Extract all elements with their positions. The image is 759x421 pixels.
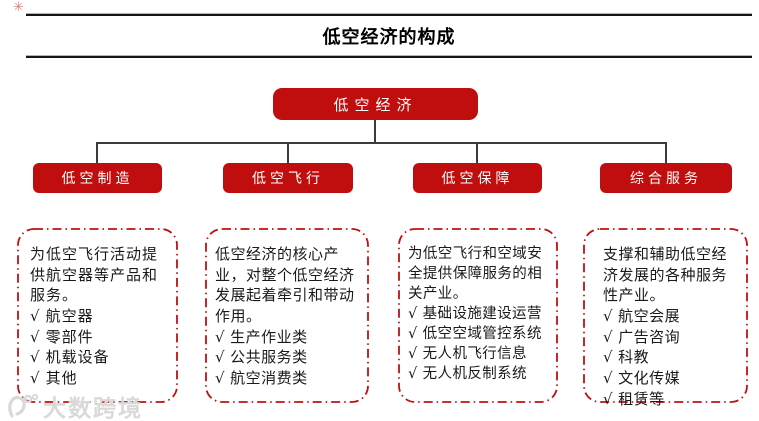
branch-node-label: 低空飞行: [252, 171, 324, 187]
check-icon: √: [30, 369, 41, 388]
list-item: √ 机载设备: [30, 347, 166, 368]
list-item-label: 公共服务类: [230, 348, 308, 367]
root-node: 低空经济: [273, 88, 478, 120]
connector-horizontal: [96, 142, 666, 144]
list-item: √ 无人机飞行信息: [408, 344, 550, 364]
list-item: √ 零部件: [30, 327, 166, 348]
list-item: √ 广告咨询: [603, 327, 734, 348]
check-icon: √: [408, 346, 418, 362]
check-icon: √: [603, 389, 614, 408]
list-item-label: 其他: [45, 369, 78, 388]
list-item: √ 航空消费类: [215, 368, 360, 389]
list-item-label: 基础设施建设运营: [422, 306, 542, 322]
check-icon: √: [408, 366, 418, 382]
list-item: √ 低空空域管控系统: [408, 324, 550, 344]
check-icon: √: [215, 348, 226, 367]
dashed-border: [205, 228, 369, 403]
branch-description: 为低空飞行活动提供航空器等产品和服务。: [30, 245, 159, 305]
list-item: √ 生产作业类: [215, 327, 360, 348]
list-item-label: 零部件: [45, 327, 94, 346]
check-icon: √: [30, 307, 41, 326]
branch-description: 为低空飞行和空域安全提供保障服务的相关产业。: [408, 246, 543, 302]
list-item-label: 租赁等: [618, 389, 665, 408]
list-item: √ 无人机反制系统: [408, 364, 550, 384]
list-item: √ 航空会展: [603, 306, 734, 327]
list-item: √ 其他: [30, 368, 166, 389]
branch-description: 支撑和辅助低空经济发展的各种服务性产业。: [603, 245, 728, 305]
branch-node-flight: 低空飞行: [223, 163, 353, 193]
branch-detail-services: 支撑和辅助低空经济发展的各种服务性产业。 √ 航空会展 √ 广告咨询 √ 科教 …: [583, 228, 748, 408]
list-item: √ 文化传媒: [603, 368, 734, 389]
list-item-label: 无人机反制系统: [422, 366, 527, 382]
list-item-label: 机载设备: [45, 348, 110, 367]
branch-detail-support: 为低空飞行和空域安全提供保障服务的相关产业。 √ 基础设施建设运营 √ 低空空域…: [398, 228, 558, 403]
check-icon: √: [408, 326, 418, 342]
list-item: √ 航空器: [30, 306, 166, 327]
branch-description: 低空经济的核心产业，对整个低空经济发展起着牵引和带动作用。: [215, 245, 355, 326]
list-item-label: 航空消费类: [230, 369, 308, 388]
list-item-label: 低空空域管控系统: [422, 326, 542, 342]
title-rule-bottom: [26, 56, 752, 58]
list-item-label: 文化传媒: [618, 369, 681, 388]
corner-asterisk-mark: ✳: [13, 0, 24, 15]
page-title: 低空经济的构成: [322, 27, 456, 48]
check-icon: √: [408, 306, 418, 322]
check-icon: √: [603, 307, 614, 326]
watermark-text: 大数跨境: [43, 396, 143, 421]
connector-root-vertical: [374, 120, 376, 143]
check-icon: √: [30, 327, 41, 346]
branch-node-label: 低空制造: [61, 171, 134, 187]
dashed-border: [17, 228, 178, 403]
check-icon: √: [215, 327, 226, 346]
check-icon: √: [603, 348, 614, 367]
dashed-border: [583, 228, 748, 403]
branch-detail-flight: 低空经济的核心产业，对整个低空经济发展起着牵引和带动作用。 √ 生产作业类 √ …: [205, 228, 369, 403]
list-item: √ 科教: [603, 347, 734, 368]
list-item-label: 无人机飞行信息: [422, 346, 527, 362]
list-item-label: 航空会展: [618, 307, 681, 326]
watermark: 大数跨境: [6, 391, 143, 421]
check-icon: √: [603, 369, 614, 388]
list-item-label: 科教: [618, 348, 650, 367]
branch-node-services: 综合服务: [600, 163, 732, 193]
list-item-label: 航空器: [45, 307, 94, 326]
list-item-label: 广告咨询: [618, 327, 681, 346]
root-node-label: 低空经济: [333, 95, 418, 114]
list-item: √ 租赁等: [603, 389, 734, 410]
connector-stub-1: [96, 142, 98, 163]
branch-detail-manufacturing: 为低空飞行活动提供航空器等产品和服务。 √ 航空器 √ 零部件 √ 机载设备 √…: [17, 228, 178, 403]
title-rule-top: [26, 14, 752, 16]
list-item: √ 公共服务类: [215, 347, 360, 368]
check-icon: √: [215, 369, 226, 388]
list-item-label: 生产作业类: [230, 327, 308, 346]
connector-stub-3: [476, 142, 478, 163]
dashed-border: [398, 228, 558, 403]
branch-node-label: 低空保障: [441, 171, 514, 187]
list-item: √ 基础设施建设运营: [408, 304, 550, 324]
branch-node-manufacturing: 低空制造: [33, 163, 162, 193]
watermark-logo-icon: [8, 393, 39, 418]
check-icon: √: [603, 327, 614, 346]
connector-stub-2: [287, 142, 289, 163]
branch-node-label: 综合服务: [630, 171, 702, 187]
check-icon: √: [30, 348, 41, 367]
connector-stub-4: [665, 142, 667, 163]
branch-node-support: 低空保障: [413, 163, 542, 193]
